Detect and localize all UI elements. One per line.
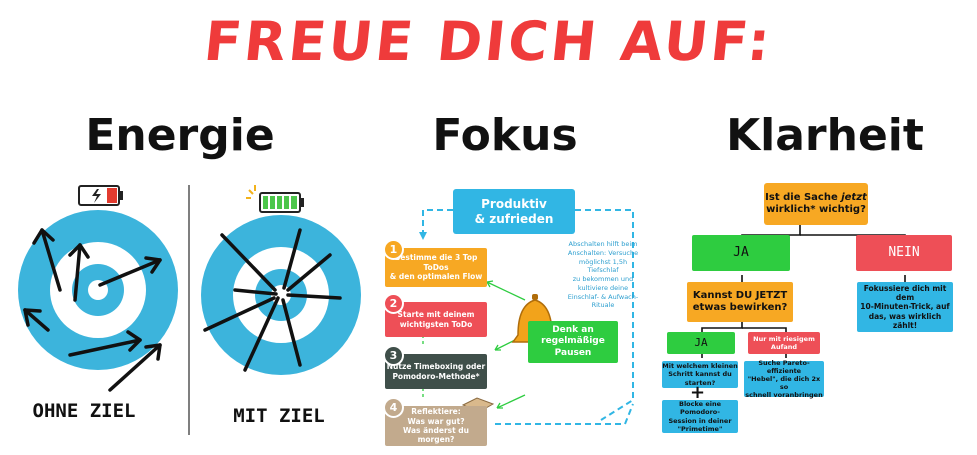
klarheit-ja2-box: JA — [667, 332, 735, 354]
fokus-step-3-line1: Nutze Timeboxing oder — [386, 362, 486, 372]
label-ohne-ziel: OHNE ZIEL — [33, 400, 136, 422]
fokus-step-4-number: 4 — [383, 397, 404, 418]
klarheit-nein-text: Fokussiere dich mit dem 10-Minuten-Trick… — [857, 282, 953, 332]
nein-text-line: 10-Minuten-Trick, auf — [860, 302, 950, 312]
klarheit-question-box: Ist die Sache jetzt wirklich* wichtig? — [764, 183, 868, 225]
question-emphasis: jetzt — [841, 191, 867, 203]
klarheit-nein-box: NEIN — [856, 235, 952, 271]
focused-arrows — [203, 228, 342, 372]
klarheit-ja-box: JA — [692, 235, 790, 271]
fokus-step-2-number: 2 — [383, 293, 404, 314]
note-line: Anschalten: Versuche — [567, 248, 639, 257]
label-mit-ziel: MIT ZIEL — [233, 405, 325, 427]
suche-line: schnell voranbringen — [745, 391, 823, 400]
blocke-line: Blocke eine Pomodoro- — [679, 400, 721, 417]
note-line: kultiviere deine — [577, 283, 629, 292]
klarheit-kannst-box: Kannst DU JETZT etwas bewirken? — [687, 282, 793, 322]
blocke-line: "Primetime" — [677, 424, 723, 433]
fokus-step-4-line3: Was änderst du morgen? — [402, 426, 470, 445]
fokus-pause-box: Denk an regelmäßige Pausen — [528, 321, 618, 363]
low-battery-icon — [78, 185, 123, 206]
step-line: Schritt kannst du starten? — [668, 370, 732, 387]
blocke-line: Session in deiner — [668, 416, 732, 425]
klarheit-pareto-box: Suche Pareto-effiziente "Hebel", die dic… — [744, 358, 824, 400]
fokus-step-1-number: 1 — [383, 239, 404, 260]
section-title-fokus: Fokus — [432, 110, 578, 161]
energie-illustration: OHNE ZIEL MIT ZIEL — [18, 185, 361, 435]
fokus-goal-line2: & zufrieden — [474, 211, 554, 226]
fokus-sleep-note: Abschalten hilft beim Anschalten: Versuc… — [563, 240, 643, 310]
question-line2: wirklich* wichtig? — [766, 204, 866, 215]
note-line: möglichst 1,5h Tiefschlaf — [578, 257, 628, 275]
scattered-arrows — [23, 228, 162, 392]
fokus-pause-line2: regelmäßige Pausen — [541, 336, 605, 358]
suche-line: "Hebel", die dich 2x so — [747, 374, 821, 392]
kannst-line2: etwas bewirken? — [692, 302, 788, 313]
fokus-pause-line1: Denk an — [552, 325, 594, 336]
note-line: Rituale — [591, 301, 615, 310]
suche-line: Suche Pareto-effiziente — [758, 358, 810, 375]
question-text: Ist die Sache — [765, 191, 842, 203]
section-title-energie: Energie — [85, 110, 275, 161]
nur-line2: Aufand — [770, 343, 798, 351]
fokus-step-1-line2: & den optimalen Flow — [389, 272, 483, 282]
fokus-goal-box: Produktiv & zufrieden — [453, 189, 575, 234]
klarheit-nur-box: Nur mit riesigem Aufand — [748, 332, 820, 354]
headline: FREUE DICH AUF: — [201, 10, 776, 73]
section-title-klarheit: Klarheit — [726, 110, 924, 161]
klarheit-pomodoro-box: Blocke eine Pomodoro- Session in deiner … — [662, 400, 738, 433]
note-line: zu bekommen und — [572, 275, 634, 284]
plus-icon: + — [690, 382, 706, 403]
full-battery-icon — [246, 185, 304, 213]
fokus-step-2-line1: Starte mit deinem — [397, 310, 475, 320]
fokus-step-4-line1: Reflektiere: — [411, 407, 461, 417]
nein-text-line: das, was wirklich zählt! — [868, 311, 942, 331]
target-without-goal — [18, 210, 178, 370]
note-line: Abschalten hilft beim — [568, 240, 638, 248]
step-line: Mit welchem kleinen — [662, 362, 738, 371]
fokus-step-1-line1: Bestimme die 3 Top ToDos — [394, 253, 478, 272]
nur-line1: Nur mit riesigem — [753, 334, 815, 343]
fokus-goal-line1: Produktiv — [481, 196, 547, 211]
nein-text-line: Fokussiere dich mit dem — [863, 283, 947, 302]
fokus-step-4-line2: Was war gut? — [407, 416, 465, 426]
note-line: Einschlaf- & Aufwach- — [567, 292, 639, 301]
fokus-step-3-number: 3 — [383, 345, 404, 366]
kannst-line1: Kannst DU JETZT — [692, 289, 788, 301]
fokus-step-3-line2: Pomodoro-Methode* — [392, 371, 480, 381]
klarheit-step-box: Mit welchem kleinen Schritt kannst du st… — [662, 361, 738, 388]
fokus-step-2-line2: wichtigsten ToDo — [399, 319, 473, 329]
